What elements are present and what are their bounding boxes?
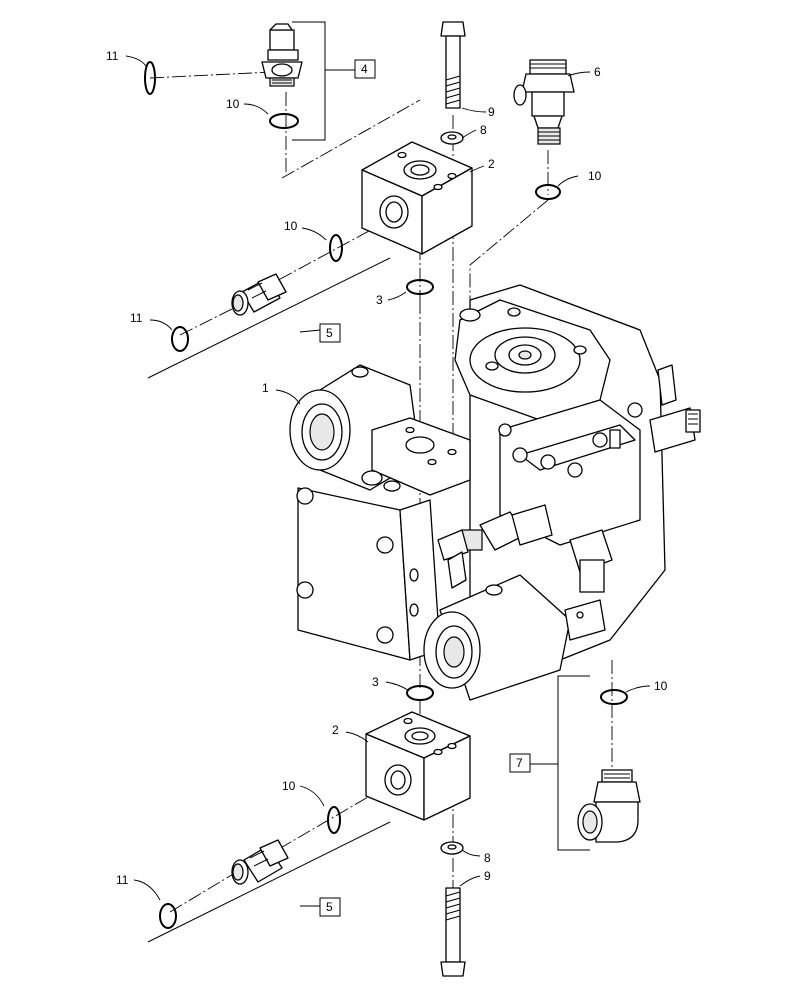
callout-8-top: 8 xyxy=(480,123,487,137)
bolt-part-9-top xyxy=(440,21,466,109)
o-ring-10-e xyxy=(327,806,341,834)
o-ring-11-a xyxy=(144,61,156,95)
sensor-part-6 xyxy=(513,59,575,145)
callout-10-b: 10 xyxy=(588,169,602,183)
pump-assembly-part-1 xyxy=(289,284,701,701)
fitting-part-4 xyxy=(261,23,303,87)
callout-3-top: 3 xyxy=(376,293,383,307)
group-label-4: 4 xyxy=(361,62,368,76)
block-part-2-top xyxy=(361,141,473,255)
callout-3-bottom: 3 xyxy=(372,675,379,689)
callout-6: 6 xyxy=(594,65,601,79)
o-ring-10-d xyxy=(600,689,628,705)
callout-11-c: 11 xyxy=(116,873,129,887)
group-brackets xyxy=(147,21,590,943)
callout-2-bottom: 2 xyxy=(332,723,339,737)
adapter-part-5-top xyxy=(231,273,287,316)
o-rings xyxy=(144,61,628,929)
o-ring-3-a xyxy=(406,279,434,295)
callout-1: 1 xyxy=(262,381,269,395)
callout-10-e: 10 xyxy=(282,779,296,793)
o-ring-11-b xyxy=(171,326,189,352)
o-ring-10-a xyxy=(269,113,299,129)
callout-labels: 11 10 9 8 6 2 10 10 3 11 1 3 10 2 10 8 9… xyxy=(106,49,668,887)
callout-10-a: 10 xyxy=(226,97,240,111)
group-label-5-top: 5 xyxy=(326,326,333,340)
callout-11-b: 11 xyxy=(130,311,143,325)
o-ring-10-b xyxy=(535,184,561,200)
callout-11-a: 11 xyxy=(106,49,119,63)
block-part-2-bottom xyxy=(365,711,471,821)
o-ring-10-c xyxy=(329,234,343,262)
callout-8-bottom: 8 xyxy=(484,851,491,865)
group-label-boxes: 4 5 7 5 xyxy=(319,59,531,917)
callout-10-d: 10 xyxy=(654,679,668,693)
washer-part-8-top xyxy=(440,131,464,145)
adapter-part-5-bottom xyxy=(231,839,289,885)
callout-9-top: 9 xyxy=(488,105,495,119)
group-label-7: 7 xyxy=(516,756,523,770)
callout-2-top: 2 xyxy=(488,157,495,171)
leader-lines xyxy=(125,55,651,901)
elbow-part-7 xyxy=(577,769,641,843)
group-label-5-bottom: 5 xyxy=(326,900,333,914)
callout-9-bottom: 9 xyxy=(484,869,491,883)
bolt-part-9-bottom xyxy=(440,887,466,977)
o-ring-3-b xyxy=(406,685,434,701)
callout-10-c: 10 xyxy=(284,219,298,233)
washer-part-8-bottom xyxy=(440,841,464,855)
o-ring-11-c xyxy=(159,903,177,929)
